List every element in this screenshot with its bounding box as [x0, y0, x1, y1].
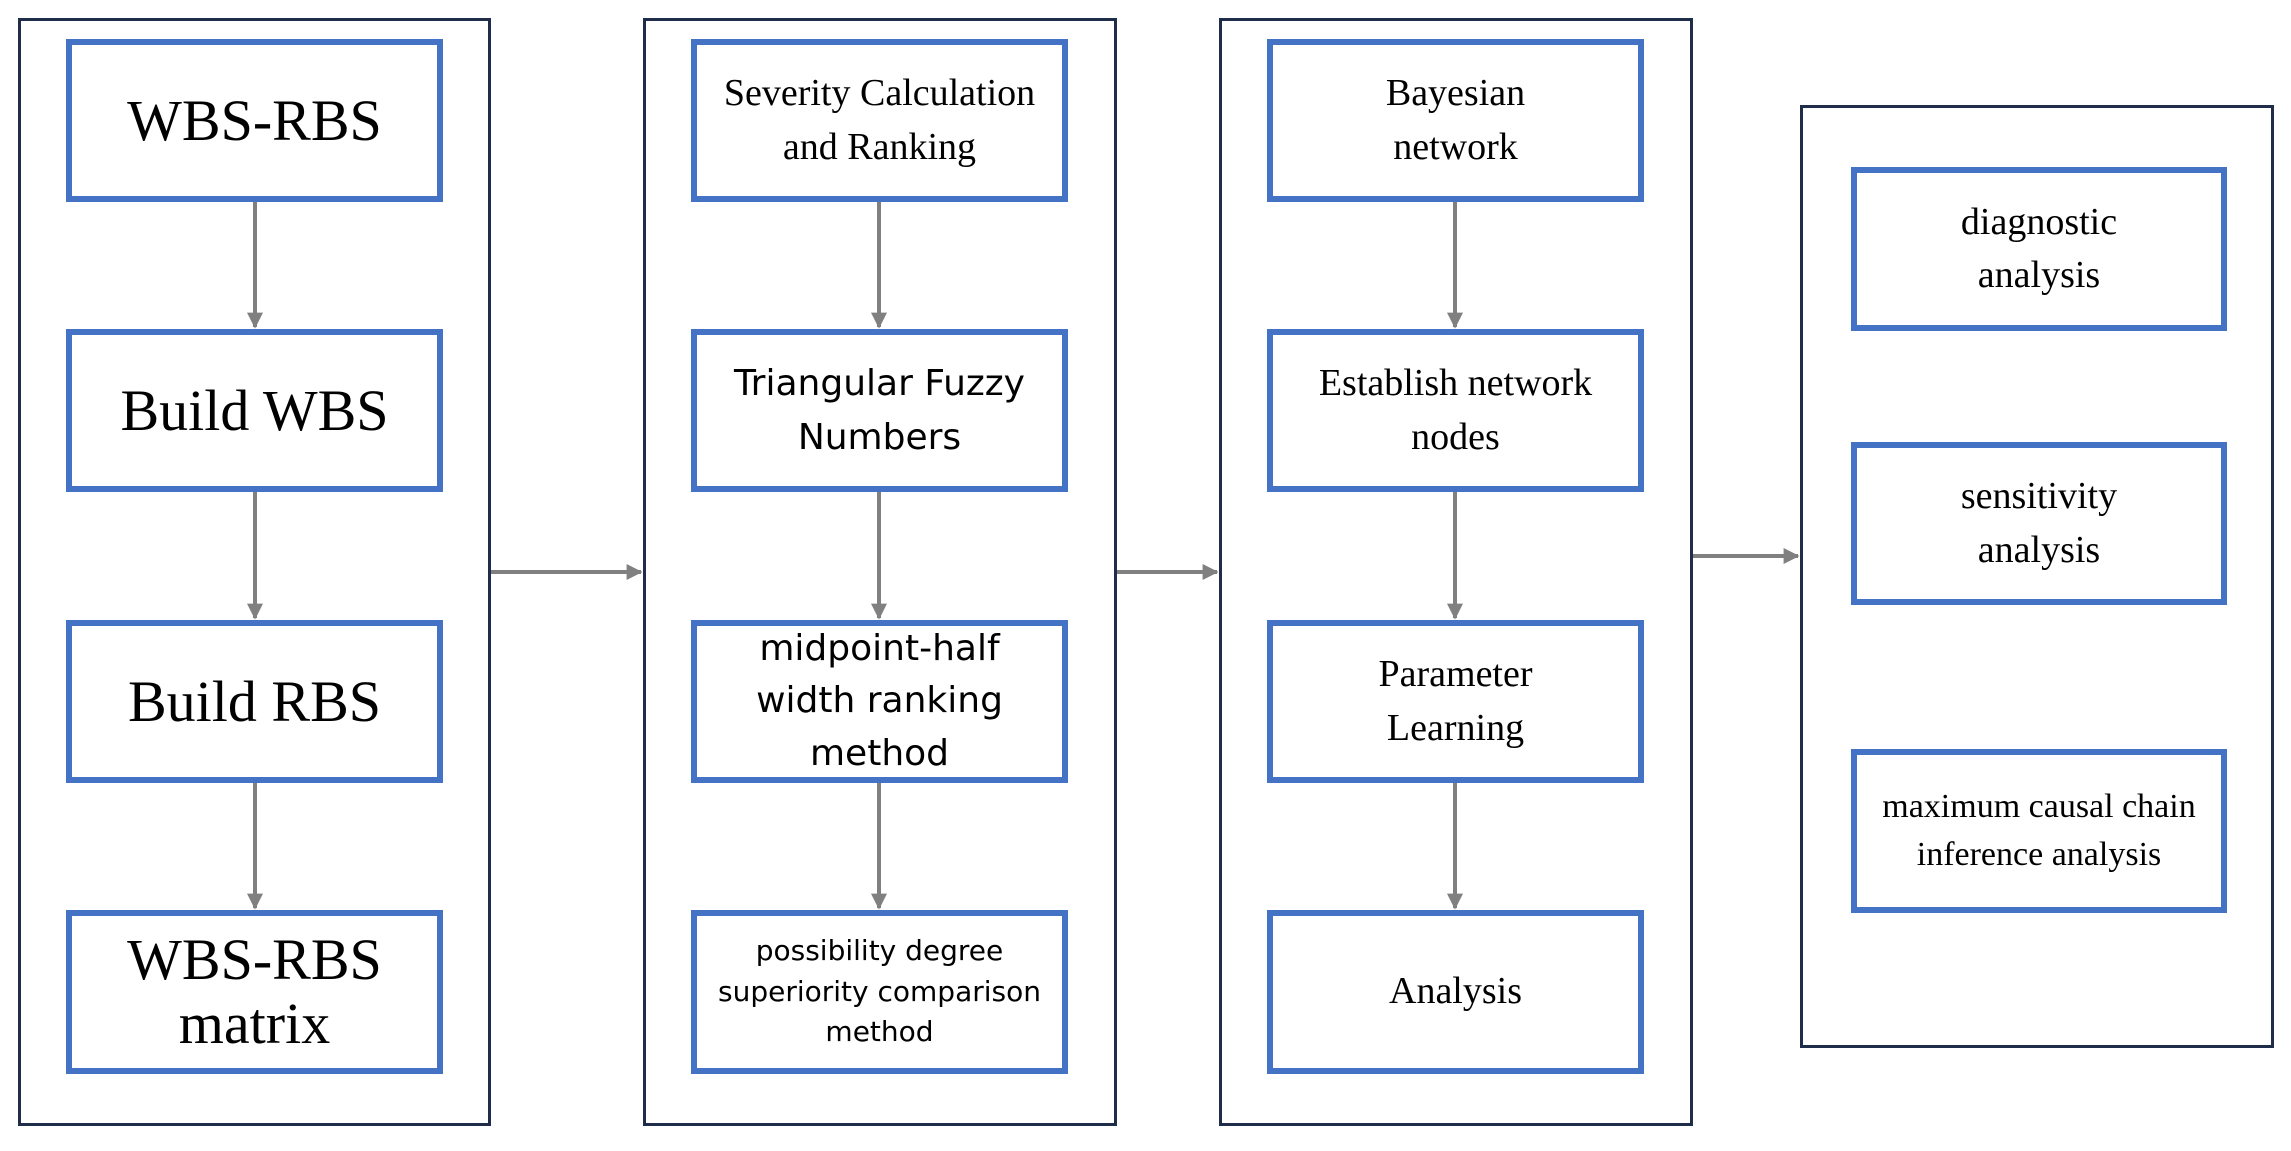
box-triangular-fuzzy: Triangular Fuzzy Numbers	[691, 329, 1068, 492]
box-build-rbs: Build RBS	[66, 620, 443, 783]
box-parameter-learning: Parameter Learning	[1267, 620, 1644, 783]
box-causal-chain-analysis-label: maximum causal chain inference analysis	[1882, 788, 2196, 873]
box-wbs-rbs-matrix-label: WBS-RBS matrix	[127, 927, 382, 1056]
box-midpoint-ranking-label: midpoint-half width ranking method	[756, 628, 1003, 774]
box-wbs-rbs-label: WBS-RBS	[127, 87, 382, 153]
box-build-wbs-label: Build WBS	[120, 377, 389, 443]
box-analysis-label: Analysis	[1389, 970, 1522, 1013]
box-causal-chain-analysis: maximum causal chain inference analysis	[1851, 749, 2227, 913]
box-establish-nodes: Establish network nodes	[1267, 329, 1644, 492]
box-bayesian-network-label: Bayesian network	[1385, 72, 1526, 168]
box-diagnostic-analysis-label: diagnostic analysis	[1960, 200, 2118, 296]
box-sensitivity-analysis: sensitivity analysis	[1851, 442, 2227, 605]
box-diagnostic-analysis: diagnostic analysis	[1851, 167, 2227, 331]
box-midpoint-ranking: midpoint-half width ranking method	[691, 620, 1068, 783]
box-wbs-rbs: WBS-RBS	[66, 39, 443, 202]
box-severity-ranking: Severity Calculation and Ranking	[691, 39, 1068, 202]
box-build-wbs: Build WBS	[66, 329, 443, 492]
box-sensitivity-analysis-label: sensitivity analysis	[1960, 475, 2118, 571]
box-parameter-learning-label: Parameter Learning	[1378, 653, 1533, 749]
box-triangular-fuzzy-label: Triangular Fuzzy Numbers	[733, 362, 1025, 458]
box-possibility-degree: possibility degree superiority compariso…	[691, 910, 1068, 1074]
box-wbs-rbs-matrix: WBS-RBS matrix	[66, 910, 443, 1074]
box-analysis: Analysis	[1267, 910, 1644, 1074]
box-bayesian-network: Bayesian network	[1267, 39, 1644, 202]
box-possibility-degree-label: possibility degree superiority compariso…	[718, 934, 1041, 1049]
box-build-rbs-label: Build RBS	[127, 668, 382, 734]
box-severity-ranking-label: Severity Calculation and Ranking	[723, 72, 1036, 168]
box-establish-nodes-label: Establish network nodes	[1318, 362, 1593, 458]
